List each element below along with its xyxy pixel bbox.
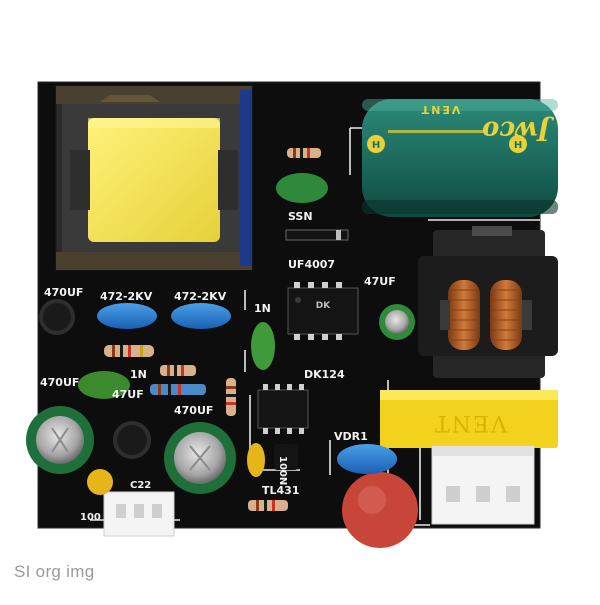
label-100n: 100N [277,456,288,485]
label-ssn: SSN [288,210,313,223]
svg-text:H: H [514,140,522,151]
label-100: 100 [80,512,101,523]
black-inductors [39,299,151,459]
varistor-mark: VENT [433,410,508,435]
ic-dk124: DK [287,282,359,340]
common-mode-choke [418,226,558,378]
tl431-device [274,444,298,470]
connector-right [431,445,535,525]
watermark-text: SI org img [14,562,95,581]
label-diode: UF4007 [288,258,335,271]
bulk-capacitor: Jwco VENT H H [362,99,558,217]
label-c-top-left: 470UF [44,286,83,299]
ic-optocoupler [257,384,309,434]
connector-left [103,491,175,537]
label-472-right: 472-2KV [174,290,227,303]
yellow-tantalum [87,443,265,495]
diode-uf4007 [285,229,349,241]
blue-caps [97,303,397,474]
label-c-mid-left: 470UF [40,376,79,389]
label-1n: 1N [254,302,271,315]
label-47uf: 47UF [364,275,396,288]
small-caps [26,304,415,494]
svg-text:H: H [372,140,380,151]
label-1n-b: 1N [130,368,147,381]
ic-mark: DK [316,301,331,311]
capacitor-vent: VENT [420,103,461,116]
label-tl431: TL431 [262,484,299,497]
label-c-center: 470UF [174,404,213,417]
label-dk124: DK124 [304,368,345,381]
label-c-small-left: 47UF [112,388,144,401]
green-caps [78,173,328,399]
label-vdr1: VDR1 [334,430,368,443]
resistors [104,148,321,511]
label-472-left: 472-2KV [100,290,153,303]
transformer [55,85,253,271]
ntc-thermistor [342,472,418,548]
label-c22: C22 [130,480,151,491]
x-capacitor: VENT [380,390,558,448]
silkscreen-labels: 470UF 472-2KV 472-2KV 470UF 470UF 47UF U… [40,210,396,523]
